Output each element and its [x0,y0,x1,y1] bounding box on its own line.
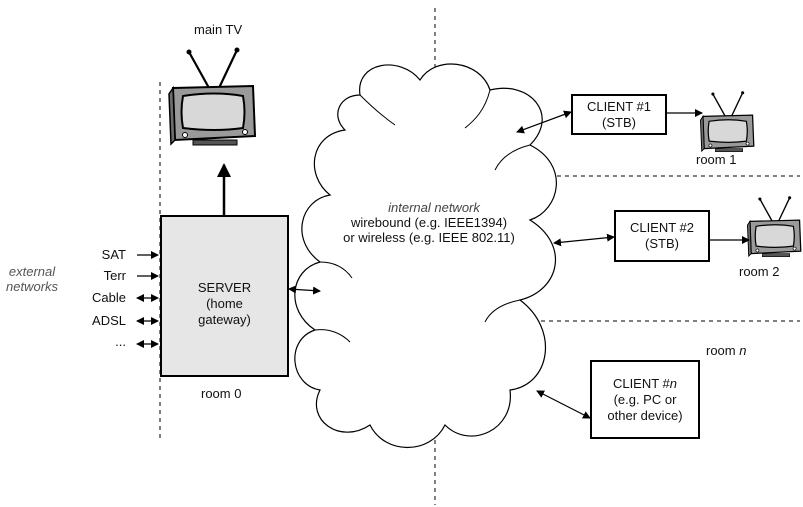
arrow-server-network [288,285,321,295]
main-tv-icon [167,46,257,147]
roomn-prefix: room [706,343,740,358]
network-line2: or wireless (e.g. IEEE 802.11) [343,230,515,245]
client1-subtitle: (STB) [602,114,636,130]
server-title: SERVER [197,280,252,295]
client1-box: CLIENT #1 (STB) [571,94,667,135]
client2-title: CLIENT #2 [629,220,695,235]
network-line1: wirebound (e.g. IEEE1394) [350,215,508,230]
external-networks-label: external networks [6,264,58,294]
external-networks-line2: networks [6,279,59,294]
input-cable-label: Cable [92,290,126,305]
room2-label: room 2 [739,264,780,279]
input-other-label: ... [115,334,126,349]
external-networks-line1: external [8,264,56,279]
input-terr-label: Terr [103,268,126,283]
client2-subtitle: (STB) [645,236,679,251]
clientn-line2: (e.g. PC or [613,391,677,407]
clientn-box: CLIENT #n (e.g. PC or other device) [590,360,700,439]
roomn-label: room n [706,343,746,358]
room0-label: room 0 [201,386,242,401]
network-title: internal network [388,200,480,215]
arrow-network-clientn [536,390,591,419]
server-box: SERVER (home gateway) [160,215,289,377]
tv-room2-icon [746,195,802,258]
clientn-title-prefix: CLIENT # [612,375,670,391]
main-tv-label: main TV [194,22,243,37]
room1-label: room 1 [696,152,737,167]
arrow-network-client1 [516,110,572,134]
input-sat-label: SAT [101,247,126,262]
arrow-network-client2 [553,233,615,247]
client1-title: CLIENT #1 [586,98,652,114]
clientn-title-var: n [669,375,678,391]
server-subtitle-line2: gateway) [198,312,251,327]
clientn-title: CLIENT #n [613,376,677,392]
network-label: internal network wirebound (e.g. IEEE139… [334,200,534,245]
internal-network-cloud [294,63,557,448]
client2-box: CLIENT #2 (STB) [614,210,710,262]
roomn-var: n [739,343,747,358]
tv-room1-icon [699,90,755,153]
server-subtitle-line1: (home [206,296,243,311]
clientn-line3: other device) [607,407,683,423]
input-adsl-label: ADSL [92,313,126,328]
